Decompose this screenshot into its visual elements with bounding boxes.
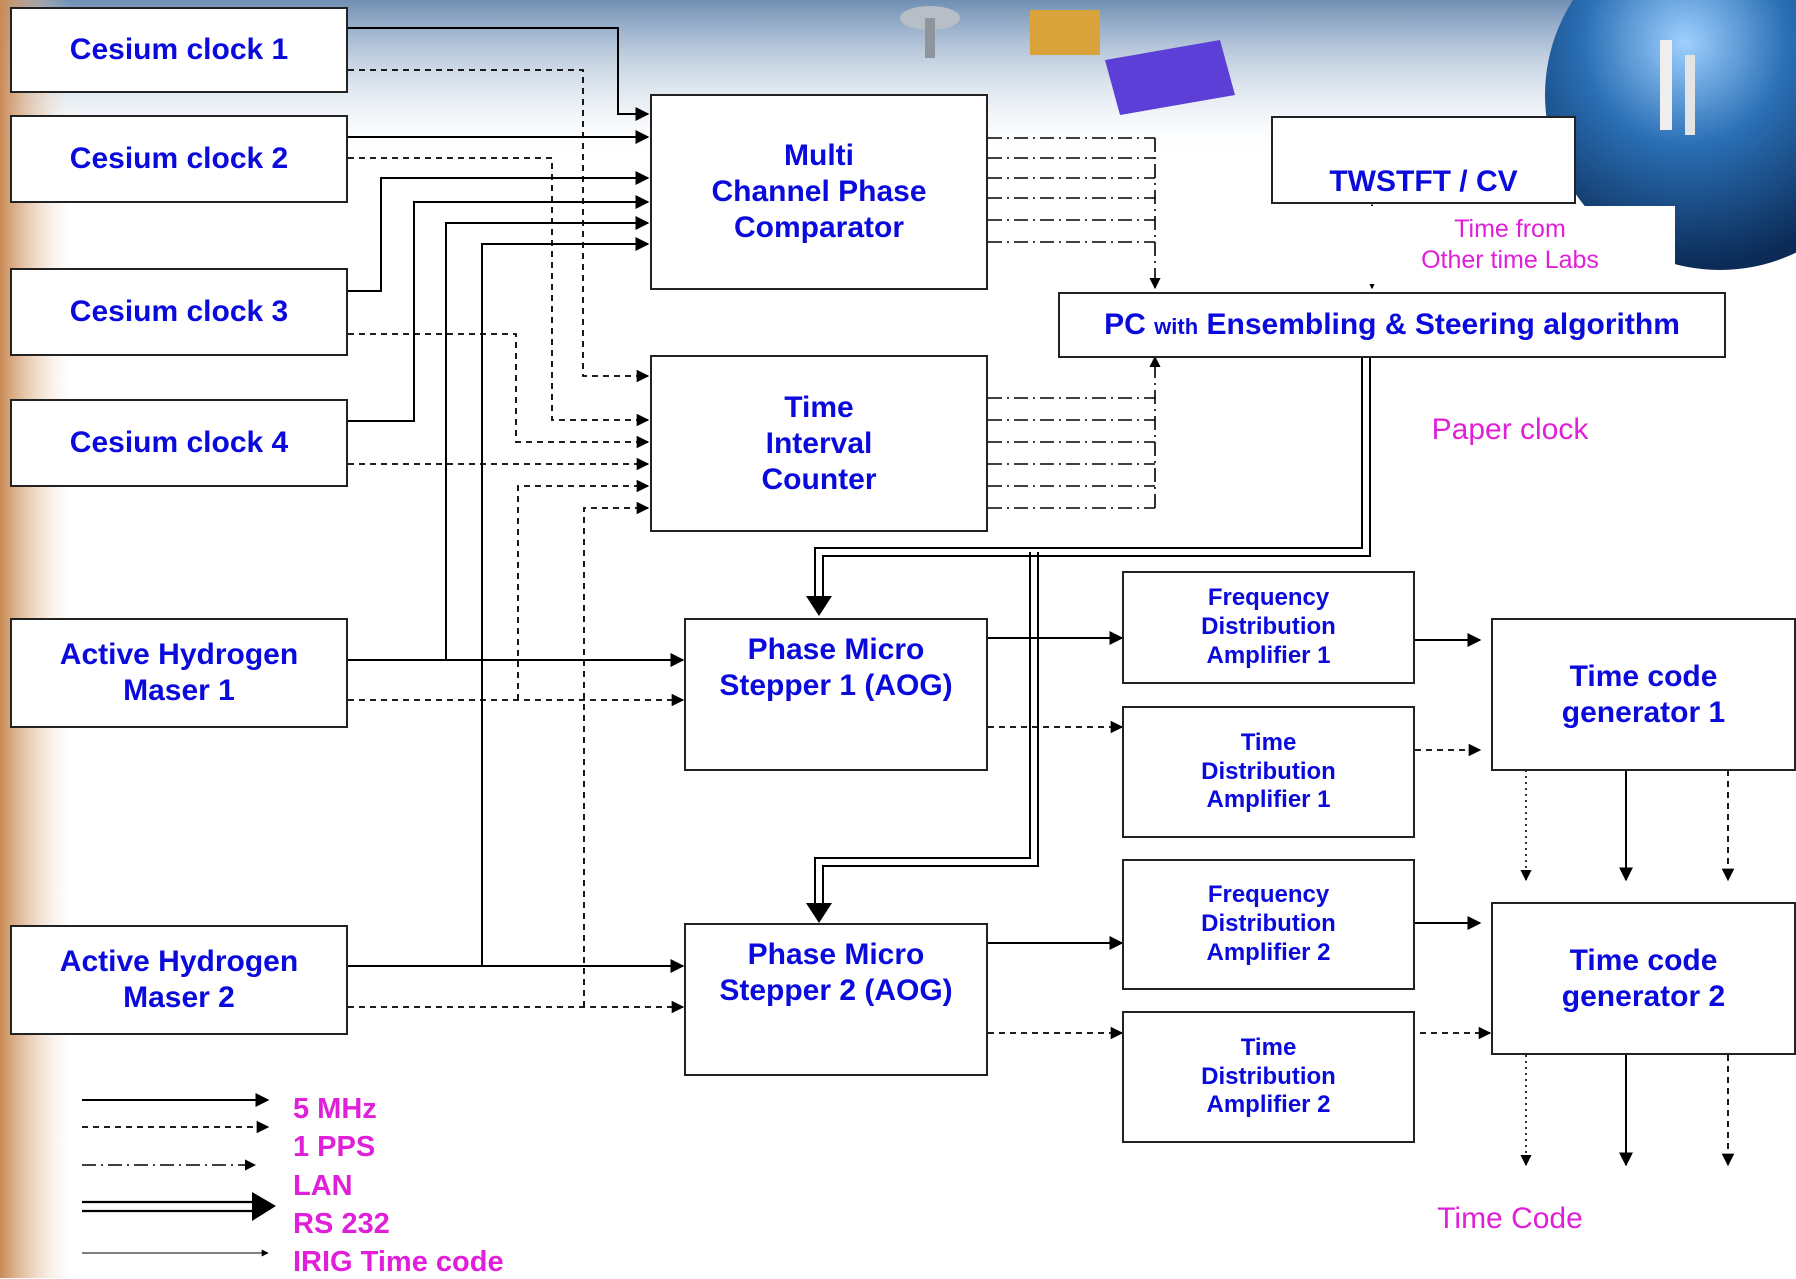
cs3-pps-line (348, 333, 650, 449)
cs1-5mhz-line (348, 27, 650, 121)
paper-clock-note: Paper clock (1390, 405, 1630, 455)
pc-ensembling-box: PC with Ensembling & Steering algorithm (1058, 292, 1726, 358)
hydrogen-maser-2-line-1: Active Hydrogen (59, 945, 299, 978)
pc-rs232-branch-a (814, 552, 1031, 905)
dish-antenna-icon (900, 6, 960, 58)
freq-dist-amp-2-line-2: Distribution (1201, 910, 1336, 938)
time-code-output-label: Time Code (1437, 1202, 1583, 1235)
hm1-to-counter-pps-line (517, 479, 650, 700)
rs232-arrow-stepper2 (806, 903, 832, 923)
time-dist-amp-2-line-1: Time (1240, 1033, 1297, 1061)
micro-stepper-1-line-2: Stepper 1 (AOG) (719, 669, 953, 702)
cesium-clock-3-label: Cesium clock 3 (69, 295, 289, 328)
paper-clock-label: Paper clock (1431, 413, 1589, 446)
freq-dist-amp-2-line-3: Amplifier 2 (1206, 938, 1331, 966)
time-from-other-labs-line-2: Other time Labs (1421, 246, 1599, 274)
micro-stepper-2-box: Phase Micro Stepper 2 (AOG) (684, 923, 988, 1076)
satellite-icon (1030, 10, 1235, 115)
phase-comparator-line-1: Multi (784, 139, 854, 172)
legend-label-lan: LAN (293, 1170, 353, 1202)
time-dist-amp-1-line-3: Amplifier 1 (1206, 786, 1331, 814)
time-dist-amp-2-box: Time Distribution Amplifier 2 (1122, 1011, 1415, 1143)
time-code-gen-1-line-2: generator 1 (1561, 695, 1726, 729)
micro-stepper-2-line-1: Phase Micro (747, 938, 925, 971)
cesium-clock-1-box: Cesium clock 1 (10, 7, 348, 93)
legend-label-5mhz: 5 MHz (293, 1093, 377, 1125)
time-dist-amp-2-line-2: Distribution (1201, 1062, 1336, 1090)
interval-counter-line-3: Counter (761, 462, 877, 496)
time-code-gen-1-box: Time code generator 1 (1491, 618, 1796, 771)
hm1-to-comparator-line (445, 216, 650, 660)
earth-globe-icon (1545, 0, 1796, 270)
hydrogen-maser-2-line-2: Maser 2 (123, 981, 235, 1014)
legend-label-irig: IRIG Time code (293, 1246, 504, 1278)
hydrogen-maser-1-box: Active Hydrogen Maser 1 (10, 618, 348, 728)
pc-rs232-branch-b (822, 552, 1039, 905)
cesium-clock-1-label: Cesium clock 1 (69, 33, 289, 66)
interval-counter-box: Time Interval Counter (650, 355, 988, 532)
time-code-gen-2-line-1: Time code (1569, 943, 1718, 977)
pc-rs232-trunk-b (822, 358, 1371, 598)
time-code-output-note: Time Code (1390, 1192, 1630, 1246)
hydrogen-maser-1-line-1: Active Hydrogen (59, 638, 299, 671)
pc-with-text: with (1154, 314, 1199, 339)
time-dist-amp-1-line-1: Time (1240, 728, 1297, 756)
cs4-5mhz-line (348, 195, 650, 422)
cesium-clock-3-box: Cesium clock 3 (10, 268, 348, 356)
micro-stepper-1-line-1: Phase Micro (747, 633, 925, 666)
cesium-clock-4-label: Cesium clock 4 (69, 426, 289, 459)
pc-rs232-trunk-a (814, 358, 1363, 598)
rs232-arrow-stepper1 (806, 596, 832, 616)
micro-stepper-1-box: Phase Micro Stepper 1 (AOG) (684, 618, 988, 771)
freq-dist-amp-2-box: Frequency Distribution Amplifier 2 (1122, 859, 1415, 990)
time-from-other-labs-note: Time from Other time Labs (1345, 206, 1675, 284)
freq-dist-amp-1-box: Frequency Distribution Amplifier 1 (1122, 571, 1415, 684)
phase-comparator-line-3: Comparator (733, 211, 905, 244)
twstft-box: TWSTFT / CV (1271, 116, 1576, 204)
hydrogen-maser-1-line-2: Maser 1 (123, 674, 235, 707)
pc-ensembling-label: PC with Ensembling & Steering algorithm (1104, 307, 1680, 343)
phase-comparator-line-2: Channel Phase (711, 175, 927, 208)
time-dist-amp-1-box: Time Distribution Amplifier 1 (1122, 706, 1415, 838)
twstft-label: TWSTFT / CV (1329, 165, 1518, 198)
interval-counter-line-1: Time (784, 390, 854, 424)
time-dist-amp-1-line-2: Distribution (1201, 757, 1336, 785)
legend-panel (70, 1085, 560, 1278)
interval-counter-line-2: Interval (765, 426, 873, 460)
freq-dist-amp-1-line-3: Amplifier 1 (1206, 641, 1331, 669)
legend-label-rs232: RS 232 (293, 1208, 390, 1240)
hm2-to-comparator-line (481, 237, 650, 966)
freq-dist-amp-1-line-2: Distribution (1201, 613, 1336, 641)
cs2-pps-line (348, 157, 650, 427)
time-from-other-labs-line-1: Time from (1454, 214, 1566, 243)
time-code-gen-2-box: Time code generator 2 (1491, 902, 1796, 1055)
freq-dist-amp-1-line-1: Frequency (1207, 584, 1330, 612)
cs3-5mhz-line (348, 171, 650, 292)
phase-comparator-box: Multi Channel Phase Comparator (650, 94, 988, 290)
pc-suffix-text: Ensembling & Steering algorithm (1206, 308, 1680, 341)
legend-label-1pps: 1 PPS (293, 1131, 376, 1163)
rocket-icon (1660, 40, 1695, 135)
cesium-clock-4-box: Cesium clock 4 (10, 399, 348, 487)
micro-stepper-2-line-2: Stepper 2 (AOG) (719, 974, 953, 1007)
time-code-gen-2-line-2: generator 2 (1561, 979, 1726, 1013)
time-dist-amp-2-line-3: Amplifier 2 (1206, 1091, 1331, 1119)
cesium-clock-2-label: Cesium clock 2 (69, 142, 289, 175)
time-code-gen-1-line-1: Time code (1569, 659, 1718, 693)
freq-dist-amp-2-line-1: Frequency (1207, 881, 1330, 909)
pc-prefix-text: PC (1104, 308, 1146, 341)
hm2-to-counter-pps-line (583, 501, 650, 1007)
hydrogen-maser-2-box: Active Hydrogen Maser 2 (10, 925, 348, 1035)
cesium-clock-2-box: Cesium clock 2 (10, 115, 348, 203)
cs1-pps-line (348, 69, 650, 383)
